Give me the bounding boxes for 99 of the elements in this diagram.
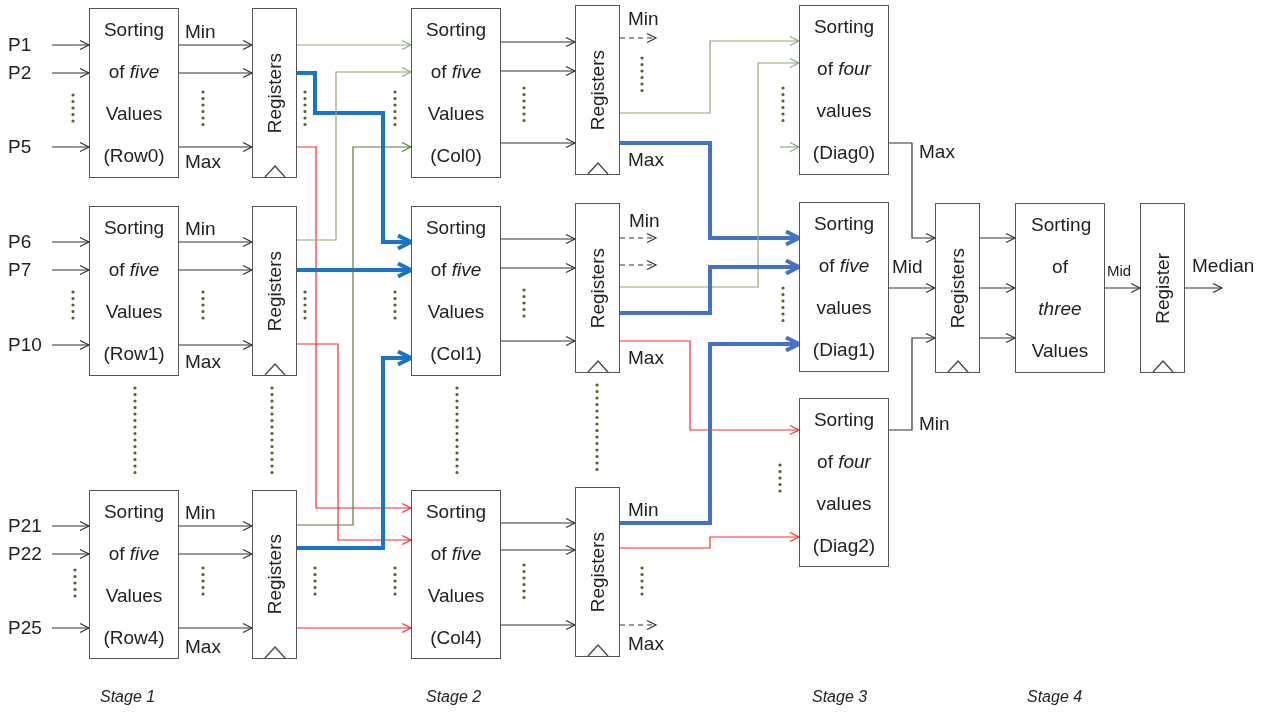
- arrow: [619, 232, 657, 244]
- block-label: Registers: [586, 531, 609, 613]
- block-label: Sorting of five Values (Row0): [102, 18, 166, 168]
- arrow: [619, 619, 657, 631]
- arrow: [178, 622, 253, 634]
- arrow: [619, 259, 657, 271]
- sorter-block: [411, 8, 501, 178]
- arrow: [178, 339, 253, 351]
- signal-label: P2: [8, 61, 52, 85]
- arrow: [500, 233, 576, 245]
- arrow: [500, 36, 576, 48]
- arrow: [500, 517, 576, 529]
- block-label: Register: [1151, 252, 1174, 324]
- block-label: Sorting of four values (Diag2): [811, 407, 877, 558]
- register-block: [252, 206, 297, 376]
- arrow: [620, 141, 801, 247]
- register-block: [575, 487, 620, 657]
- arrow: [779, 141, 800, 153]
- register-block: [935, 203, 980, 373]
- sorter-block: [411, 490, 501, 659]
- arrow: [979, 332, 1016, 344]
- arrow: [500, 619, 576, 631]
- block-label: Registers: [263, 534, 286, 615]
- block-label: Registers: [946, 247, 969, 329]
- block-label: Sorting of three Values: [1031, 213, 1089, 363]
- arrow: [51, 264, 90, 276]
- register-block: [575, 203, 620, 373]
- arrow: [51, 39, 90, 51]
- signal-label: P1: [8, 33, 52, 57]
- register-block: [575, 5, 620, 175]
- block-label: Sorting of five Values (Col0): [424, 18, 488, 168]
- arrow: [619, 531, 800, 549]
- arrow: [620, 335, 801, 525]
- arrow: [888, 332, 936, 431]
- block-label: Sorting of five Values (Row4): [102, 499, 166, 650]
- register-block: [1140, 203, 1185, 373]
- block-label: Sorting of five values (Diag1): [811, 212, 877, 362]
- block-label: Sorting of five Values (Row1): [102, 216, 166, 366]
- sorter-block: [799, 5, 889, 175]
- arrow: [51, 548, 90, 560]
- arrow: [888, 142, 936, 244]
- arrow: [500, 544, 576, 556]
- sorter-block: [799, 398, 889, 567]
- arrow: [51, 520, 90, 532]
- block-label: Sorting of five Values (Col4): [424, 499, 488, 650]
- block-label: Sorting of five Values (Col1): [424, 216, 488, 366]
- arrow: [296, 622, 412, 634]
- arrow: [888, 282, 936, 294]
- arrow: [620, 258, 801, 315]
- arrow: [178, 141, 253, 153]
- block-label: Sorting of four values (Diag0): [811, 15, 877, 165]
- arrow: [500, 335, 576, 347]
- arrow: [51, 236, 90, 248]
- signal-label: P7: [8, 258, 52, 282]
- sorter-block: [411, 206, 501, 376]
- block-label: Registers: [263, 52, 286, 134]
- signal-label: P21: [8, 514, 52, 538]
- arrow: [51, 141, 90, 153]
- block-label: Registers: [586, 247, 609, 329]
- arrow: [1184, 282, 1223, 294]
- arrow: [979, 232, 1016, 244]
- signal-label: P6: [8, 230, 52, 254]
- arrow: [178, 236, 253, 248]
- arrow: [297, 261, 413, 279]
- sorter-block: [89, 8, 179, 178]
- arrow: [500, 65, 576, 77]
- arrow: [619, 57, 800, 288]
- arrow: [178, 39, 253, 51]
- signal-label: P22: [8, 542, 52, 566]
- arrow: [51, 67, 90, 79]
- arrow: [51, 622, 90, 634]
- arrow: [296, 39, 412, 51]
- arrow: [178, 67, 253, 79]
- stage-label: Stage 1: [100, 688, 156, 706]
- register-block: [252, 8, 297, 178]
- arrow: [51, 339, 90, 351]
- sorter-block: [89, 490, 179, 659]
- arrow: [178, 264, 253, 276]
- signal-label: P25: [8, 616, 52, 640]
- sorter-block: [799, 202, 889, 372]
- arrow: [178, 548, 253, 560]
- register-block: [252, 490, 297, 659]
- sorter-block: [89, 206, 179, 376]
- sorter-block: [1015, 203, 1105, 373]
- arrow: [619, 32, 657, 44]
- arrow: [619, 340, 800, 436]
- arrow: [500, 262, 576, 274]
- arrow: [1104, 282, 1141, 294]
- signal-label: P5: [8, 135, 52, 159]
- arrow: [178, 520, 253, 532]
- block-label: Registers: [263, 250, 286, 332]
- arrow: [619, 35, 800, 114]
- stage-label: Stage 4: [1027, 688, 1083, 706]
- arrow: [500, 137, 576, 149]
- arrow: [979, 282, 1016, 294]
- block-label: Registers: [586, 49, 609, 131]
- stage-label: Stage 3: [812, 688, 868, 706]
- stage-label: Stage 2: [426, 688, 482, 706]
- signal-label: P10: [8, 333, 52, 357]
